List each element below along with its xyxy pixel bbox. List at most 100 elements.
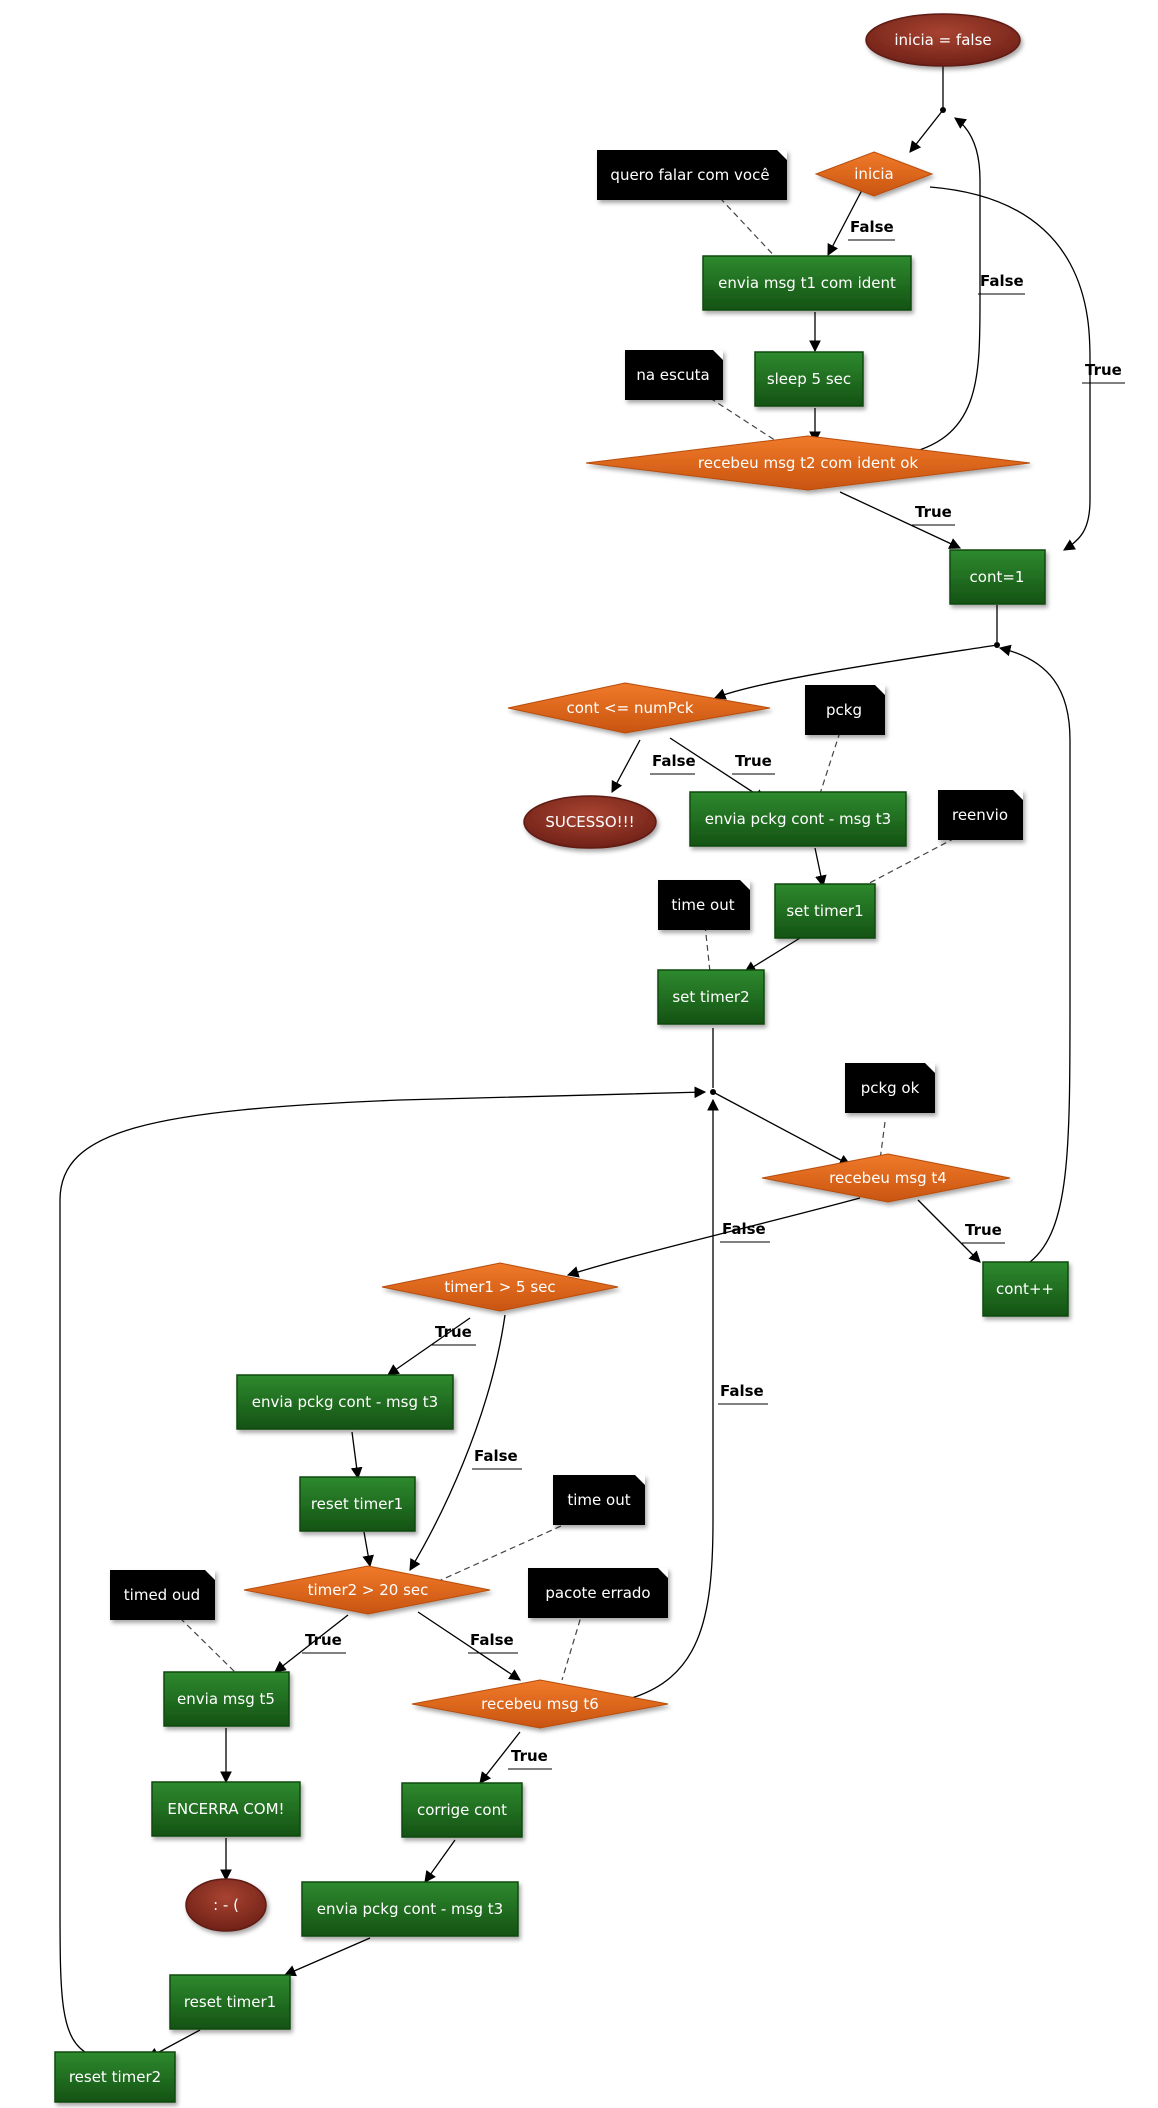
decision-recebeu-t4-text: recebeu msg t4: [829, 1169, 947, 1187]
note-timedoud[interactable]: timed oud: [110, 1570, 215, 1620]
note-pckgok[interactable]: pckg ok: [845, 1063, 935, 1113]
edge-labels: False True False True False True False T…: [305, 218, 1122, 1765]
process-corrige-text: corrige cont: [417, 1801, 507, 1819]
dash-escuta: [709, 397, 791, 451]
decision-recebeu-t4[interactable]: recebeu msg t4: [761, 1153, 1011, 1203]
edge-junction-inicia: [909, 109, 944, 153]
process-reset-timer1a[interactable]: reset timer1: [299, 1476, 416, 1532]
sad-node[interactable]: : - (: [185, 1878, 267, 1932]
note-pckg[interactable]: pckg: [805, 685, 885, 735]
note-pacote[interactable]: pacote errado: [528, 1568, 668, 1618]
decision-recebeu-t6[interactable]: recebeu msg t6: [411, 1679, 669, 1729]
process-set-timer2[interactable]: set timer2: [657, 969, 765, 1025]
dash-reenvio: [859, 837, 956, 889]
process-reset-timer2-text: reset timer2: [69, 2068, 161, 2086]
start-node-text: inicia = false: [894, 31, 991, 49]
process-sleep[interactable]: sleep 5 sec: [754, 351, 864, 407]
process-set-timer1-text: set timer1: [786, 902, 863, 920]
label-t2-false: False: [980, 272, 1024, 290]
label-timer2-false: False: [470, 1631, 514, 1649]
edge-junction-contle: [713, 644, 998, 700]
edge-contle-false: [611, 739, 641, 794]
note-pacote-text: pacote errado: [545, 1584, 650, 1602]
process-set-timer1[interactable]: set timer1: [774, 883, 876, 939]
edge-reset1a-timer2: [362, 1531, 374, 1568]
note-pckg-text: pckg: [826, 701, 862, 719]
processes: envia msg t1 com ident sleep 5 sec cont=…: [54, 255, 1069, 2103]
process-envia-t1[interactable]: envia msg t1 com ident: [702, 255, 912, 311]
process-envia-pckg1-text: envia pckg cont - msg t3: [705, 810, 891, 828]
process-contpp[interactable]: cont++: [982, 1261, 1069, 1317]
label-timer2-true: True: [305, 1631, 342, 1649]
process-sleep-text: sleep 5 sec: [767, 370, 851, 388]
label-cont-false: False: [652, 752, 696, 770]
decision-recebeu-t6-text: recebeu msg t6: [481, 1695, 599, 1713]
edge-timer1-false: [409, 1314, 506, 1572]
edge-pckg3-reset1b: [283, 1937, 371, 1977]
dash-timedoud: [179, 1617, 239, 1676]
dash-timeout1: [704, 924, 711, 973]
process-encerra-text: ENCERRA COM!: [167, 1800, 284, 1818]
note-timeout1[interactable]: time out: [658, 880, 750, 930]
label-timer1-false: False: [474, 1447, 518, 1465]
process-cont1-text: cont=1: [970, 568, 1025, 586]
decision-recebeu-t2[interactable]: recebeu msg t2 com ident ok: [585, 435, 1031, 491]
dash-quero: [719, 197, 781, 263]
process-envia-t1-text: envia msg t1 com ident: [718, 274, 896, 292]
edge-timer1-true: [387, 1317, 471, 1376]
edge-timer2-true: [274, 1614, 349, 1673]
label-cont-true: True: [735, 752, 772, 770]
edge-t6-true: [479, 1731, 521, 1784]
dash-pckgok: [879, 1121, 886, 1161]
note-timeout2[interactable]: time out: [553, 1475, 645, 1525]
process-cont1[interactable]: cont=1: [949, 549, 1046, 605]
start-node[interactable]: inicia = false: [865, 13, 1021, 67]
label-t4-true: True: [965, 1221, 1002, 1239]
process-corrige[interactable]: corrige cont: [401, 1782, 523, 1838]
note-quero-text: quero falar com você: [610, 166, 769, 184]
note-quero[interactable]: quero falar com você: [597, 150, 787, 200]
label-inicia-true: True: [1085, 361, 1122, 379]
terminals: inicia = false SUCESSO!!! : - (: [185, 13, 1021, 1932]
process-envia-pckg1[interactable]: envia pckg cont - msg t3: [689, 791, 907, 847]
note-reenvio-text: reenvio: [952, 806, 1008, 824]
sucesso-node[interactable]: SUCESSO!!!: [523, 795, 657, 849]
edge-contpp-back: [998, 644, 1071, 1263]
decisions: inicia recebeu msg t2 com ident ok cont …: [243, 151, 1031, 1729]
sucesso-node-text: SUCESSO!!!: [545, 813, 634, 831]
edge-corrige-pckg3: [424, 1839, 456, 1883]
process-envia-t5-text: envia msg t5: [177, 1690, 275, 1708]
note-reenvio[interactable]: reenvio: [938, 790, 1023, 840]
process-reset-timer1b[interactable]: reset timer1: [169, 1974, 291, 2030]
process-envia-pckg3[interactable]: envia pckg cont - msg t3: [301, 1881, 519, 1937]
process-set-timer2-text: set timer2: [672, 988, 749, 1006]
edge-t4-true: [917, 1199, 981, 1263]
label-t2-true: True: [915, 503, 952, 521]
decision-recebeu-t2-text: recebeu msg t2 com ident ok: [698, 454, 919, 472]
process-envia-t5[interactable]: envia msg t5: [163, 1671, 290, 1727]
decision-cont-le[interactable]: cont <= numPck: [507, 682, 771, 734]
note-pckgok-text: pckg ok: [861, 1079, 920, 1097]
notes: quero falar com você na escuta pckg reen…: [110, 150, 1023, 1620]
process-contpp-text: cont++: [996, 1280, 1054, 1298]
process-envia-pckg2[interactable]: envia pckg cont - msg t3: [236, 1374, 454, 1430]
edge-t6-false: [624, 1098, 719, 1701]
decision-timer2-text: timer2 > 20 sec: [308, 1581, 429, 1599]
edge-t2-true: [839, 491, 962, 549]
label-t4-false: False: [722, 1220, 766, 1238]
process-reset-timer1b-text: reset timer1: [184, 1993, 276, 2011]
process-encerra[interactable]: ENCERRA COM!: [151, 1781, 301, 1837]
edge-pckg2-reset1a: [350, 1431, 363, 1480]
process-envia-pckg2-text: envia pckg cont - msg t3: [252, 1393, 438, 1411]
dash-pckg: [817, 731, 841, 801]
decision-timer2[interactable]: timer2 > 20 sec: [243, 1565, 491, 1615]
decision-timer1[interactable]: timer1 > 5 sec: [381, 1262, 619, 1312]
process-reset-timer2[interactable]: reset timer2: [54, 2051, 176, 2103]
sad-node-text: : - (: [213, 1896, 239, 1914]
note-escuta[interactable]: na escuta: [625, 350, 723, 400]
dash-timeout2: [429, 1521, 571, 1586]
label-t6-false: False: [720, 1382, 764, 1400]
decision-inicia[interactable]: inicia: [814, 151, 934, 197]
dash-pacote: [561, 1609, 584, 1681]
edge-inicia-true: [929, 186, 1091, 551]
